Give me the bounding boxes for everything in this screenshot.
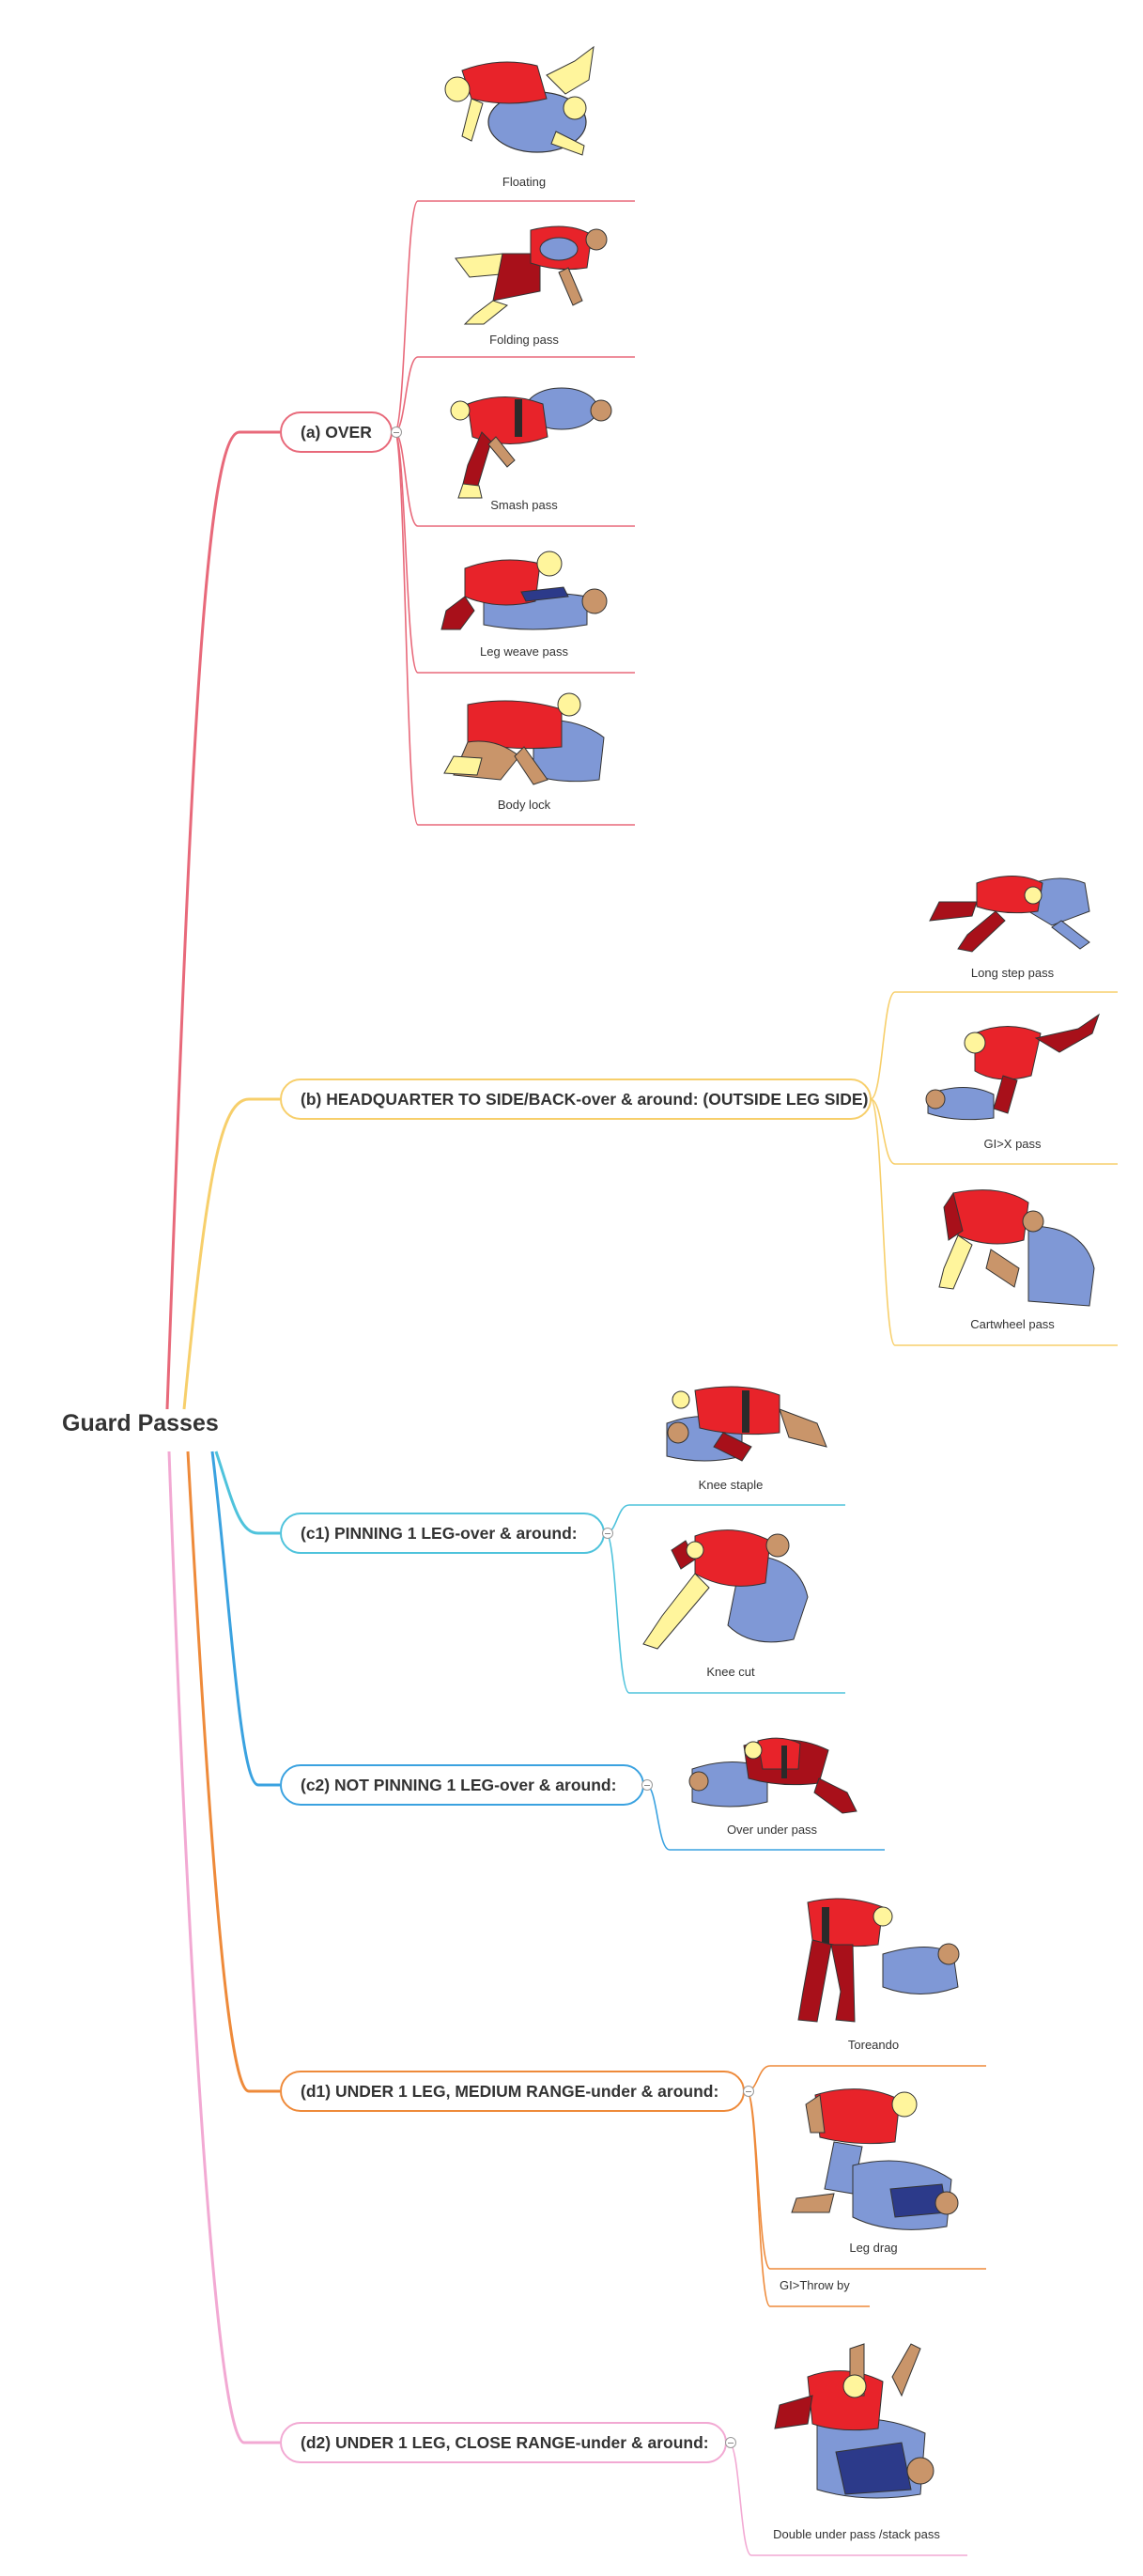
leaf-knee-staple[interactable]: Knee staple (698, 1478, 764, 1492)
leaf-gi-x-pass[interactable]: GI>X pass (983, 1137, 1042, 1151)
gi-x-pass-illustration (925, 1013, 1100, 1121)
body-lock-illustration (443, 692, 605, 785)
over-under-pass-illustration (688, 1737, 857, 1814)
smash-pass-illustration (450, 387, 612, 499)
leaf-cartwheel-pass[interactable]: Cartwheel pass (970, 1317, 1055, 1331)
connectors-a (394, 200, 635, 826)
root-topic[interactable]: Guard Passes (62, 1410, 219, 1436)
leg-drag-illustration (791, 2088, 959, 2230)
leaf-folding-pass[interactable]: Folding pass (489, 333, 559, 347)
leg-weave-pass-illustration (440, 551, 608, 630)
folding-pass-illustration (455, 225, 608, 325)
leaf-smash-pass[interactable]: Smash pass (490, 498, 558, 512)
leaf-toreando[interactable]: Toreando (847, 2038, 900, 2052)
branch-a-over[interactable]: (a) OVER (280, 411, 393, 453)
cartwheel-pass-illustration (938, 1189, 1095, 1307)
leaf-body-lock[interactable]: Body lock (497, 798, 551, 812)
knee-staple-illustration (666, 1386, 827, 1462)
long-step-pass-illustration (929, 876, 1090, 953)
leaf-leg-drag[interactable]: Leg drag (849, 2241, 898, 2255)
collapse-icon[interactable] (743, 2086, 754, 2097)
knee-cut-illustration (642, 1529, 809, 1650)
connector-root-b (182, 1097, 280, 1410)
leaf-over-under-pass[interactable]: Over under pass (726, 1823, 818, 1837)
branch-c2-not-pinning[interactable]: (c2) NOT PINNING 1 LEG-over & around: (280, 1764, 644, 1806)
leaf-double-under-pass[interactable]: Double under pass /stack pass (773, 2527, 940, 2541)
leaf-knee-cut[interactable]: Knee cut (706, 1665, 755, 1679)
connector-root-c1 (214, 1451, 280, 1535)
connector-root-c2 (210, 1451, 280, 1787)
collapse-icon[interactable] (725, 2437, 736, 2448)
connectors-b (870, 991, 1118, 1346)
leaf-leg-weave-pass[interactable]: Leg weave pass (480, 644, 568, 659)
toreando-illustration (797, 1898, 960, 2023)
collapse-icon[interactable] (602, 1528, 613, 1539)
leaf-long-step-pass[interactable]: Long step pass (970, 966, 1055, 980)
collapse-icon[interactable] (641, 1779, 653, 1791)
branch-c1-pinning[interactable]: (c1) PINNING 1 LEG-over & around: (280, 1513, 605, 1554)
double-under-pass-illustration (774, 2343, 934, 2499)
branch-d2-under-close[interactable]: (d2) UNDER 1 LEG, CLOSE RANGE-under & ar… (280, 2422, 727, 2463)
connector-root-d2 (167, 1451, 280, 2444)
branch-d1-under-medium[interactable]: (d1) UNDER 1 LEG, MEDIUM RANGE-under & a… (280, 2071, 745, 2112)
connector-root-a (165, 430, 280, 1410)
floating-illustration (444, 45, 595, 156)
collapse-icon[interactable] (391, 427, 402, 438)
branch-b-headquarter[interactable]: (b) HEADQUARTER TO SIDE/BACK-over & arou… (280, 1079, 872, 1120)
leaf-floating[interactable]: Floating (502, 175, 547, 189)
leaf-gi-throw-by[interactable]: GI>Throw by (780, 2278, 850, 2292)
connector-root-d1 (186, 1451, 280, 2093)
